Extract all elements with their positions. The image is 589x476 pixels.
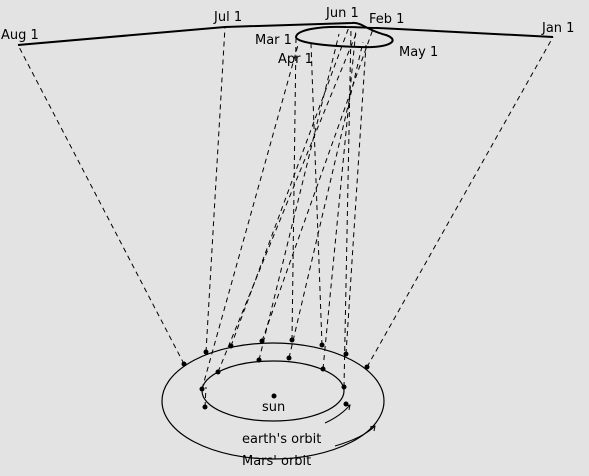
sight-line: [204, 386, 207, 408]
sight-line: [366, 36, 554, 368]
mars-position-dot: [181, 361, 187, 367]
label-feb-1: Feb 1: [369, 12, 404, 27]
earth-direction-arrow: [324, 404, 351, 424]
mars-position-dot: [259, 338, 265, 344]
mars-position-dot: [289, 337, 295, 343]
earth-direction-arrowhead: [344, 404, 351, 411]
sight-line: [17, 44, 185, 365]
sight-lines: [17, 26, 554, 408]
label-jul-1: Jul 1: [213, 10, 242, 25]
sight-line: [343, 28, 352, 388]
mars-positions: [181, 337, 370, 370]
earth-position-dot: [215, 369, 221, 375]
sight-line: [205, 26, 226, 353]
mars-position-dot: [319, 342, 325, 348]
sight-line: [201, 44, 299, 390]
label-mar-1: Mar 1: [255, 33, 292, 48]
earth-position-dot: [199, 386, 205, 392]
mars-position-dot: [228, 343, 234, 349]
sight-line: [322, 28, 357, 370]
label-mars-orbit: Mars' orbit: [242, 454, 311, 469]
label-apr-1: Apr 1: [278, 52, 313, 67]
label-sun: sun: [262, 400, 285, 415]
label-may-1: May 1: [399, 45, 438, 60]
earth-position-dot: [341, 384, 347, 390]
mars-apparent-path: [17, 21, 554, 49]
mars-position-dot: [343, 351, 349, 357]
label-earth-orbit: earth's orbit: [242, 432, 321, 447]
label-aug-1: Aug 1: [1, 28, 39, 43]
label-jan-1: Jan 1: [541, 21, 574, 36]
earth-position-dot: [202, 404, 208, 410]
sight-line: [261, 28, 374, 342]
earth-position-dot: [286, 355, 292, 361]
sight-line: [291, 37, 297, 341]
mars-orbit: [161, 342, 385, 460]
mars-direction-arrowhead: [369, 425, 376, 432]
sight-line: [288, 41, 364, 359]
mars-direction-arrow: [334, 425, 376, 447]
earth-position-dot: [320, 366, 326, 372]
earth-positions: [199, 355, 349, 410]
mars-position-dot: [203, 349, 209, 355]
sight-line: [217, 33, 357, 373]
sight-line: [258, 33, 340, 361]
sight-line: [345, 44, 367, 355]
sun-dot: [271, 393, 277, 399]
mars-position-dot: [364, 364, 370, 370]
label-jun-1: Jun 1: [325, 6, 359, 21]
sight-line: [310, 43, 323, 346]
earth-position-dot: [256, 357, 262, 363]
